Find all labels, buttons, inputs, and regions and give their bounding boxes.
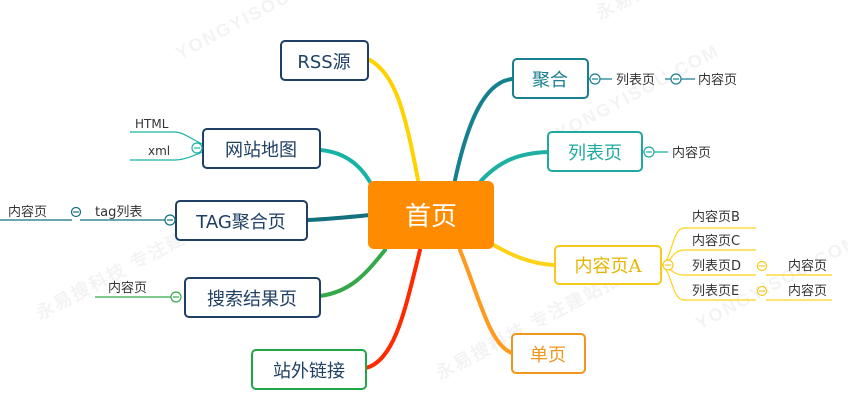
link-sitemap bbox=[318, 148, 372, 184]
node-aggregate[interactable]: 聚合 bbox=[512, 58, 589, 99]
node-external-label: 站外链接 bbox=[273, 361, 345, 382]
node-search[interactable]: 搜索结果页 bbox=[184, 277, 321, 318]
leaf-content-b[interactable]: 内容页B bbox=[692, 209, 740, 225]
node-tag[interactable]: TAG聚合页 bbox=[175, 200, 308, 241]
node-single[interactable]: 单页 bbox=[511, 333, 586, 374]
link-external bbox=[364, 248, 422, 370]
leaf-list-d[interactable]: 列表页D bbox=[692, 259, 741, 274]
node-content[interactable]: 内容页A bbox=[554, 245, 662, 285]
toggle-aggregate-icon[interactable] bbox=[589, 73, 601, 85]
leaf-aggregate-list[interactable]: 列表页 bbox=[616, 73, 655, 88]
node-rss-label: RSS源 bbox=[297, 52, 350, 73]
leaf-sitemap-html[interactable]: HTML bbox=[135, 117, 169, 131]
toggle-content-icon[interactable] bbox=[662, 259, 674, 271]
link-single bbox=[458, 248, 514, 355]
link-search bbox=[318, 248, 387, 298]
toggle-search-icon[interactable] bbox=[170, 291, 182, 303]
link-tag bbox=[306, 213, 372, 222]
leaf-content-c[interactable]: 内容页C bbox=[692, 233, 740, 249]
node-single-label: 单页 bbox=[530, 345, 566, 366]
node-listpage-label: 列表页 bbox=[568, 143, 622, 164]
link-aggregate bbox=[453, 77, 514, 182]
root-label: 首页 bbox=[405, 202, 457, 232]
toggle-aggregate-list-icon[interactable] bbox=[670, 73, 682, 85]
toggle-content-e-icon[interactable] bbox=[756, 285, 768, 297]
node-external[interactable]: 站外链接 bbox=[251, 349, 367, 390]
toggle-listpage-icon[interactable] bbox=[643, 146, 655, 158]
link-content bbox=[483, 238, 557, 267]
toggle-sitemap-icon[interactable] bbox=[191, 142, 203, 154]
toggle-tag-list-icon[interactable] bbox=[70, 206, 82, 218]
root-node[interactable]: 首页 bbox=[368, 181, 494, 249]
toggle-content-d-icon[interactable] bbox=[756, 260, 768, 272]
leaf-aggregate-content[interactable]: 内容页 bbox=[698, 72, 737, 88]
node-aggregate-label: 聚合 bbox=[532, 70, 568, 91]
leaf-sitemap-xml[interactable]: xml bbox=[148, 144, 170, 158]
leaf-e-content[interactable]: 内容页 bbox=[788, 283, 827, 299]
node-sitemap-label: 网站地图 bbox=[225, 140, 297, 161]
leaf-list-e[interactable]: 列表页E bbox=[692, 284, 739, 299]
svg-text:永易搜科技 专注建站推广: 永易搜科技 专注建站推广 bbox=[591, 0, 802, 24]
link-listpage bbox=[478, 150, 550, 184]
leaf-tag-content[interactable]: 内容页 bbox=[8, 204, 47, 220]
leaf-d-content[interactable]: 内容页 bbox=[788, 258, 827, 274]
toggle-tag-icon[interactable] bbox=[164, 214, 176, 226]
node-rss[interactable]: RSS源 bbox=[280, 40, 369, 81]
link-rss bbox=[368, 58, 420, 182]
leaf-search-content[interactable]: 内容页 bbox=[108, 280, 147, 296]
node-listpage[interactable]: 列表页 bbox=[547, 131, 643, 172]
node-tag-label: TAG聚合页 bbox=[195, 212, 286, 233]
node-content-label: 内容页A bbox=[575, 256, 643, 277]
node-search-label: 搜索结果页 bbox=[207, 289, 297, 310]
leaf-listpage-content[interactable]: 内容页 bbox=[672, 145, 711, 161]
node-sitemap[interactable]: 网站地图 bbox=[202, 128, 321, 169]
leaf-tag-list[interactable]: tag列表 bbox=[95, 205, 142, 220]
